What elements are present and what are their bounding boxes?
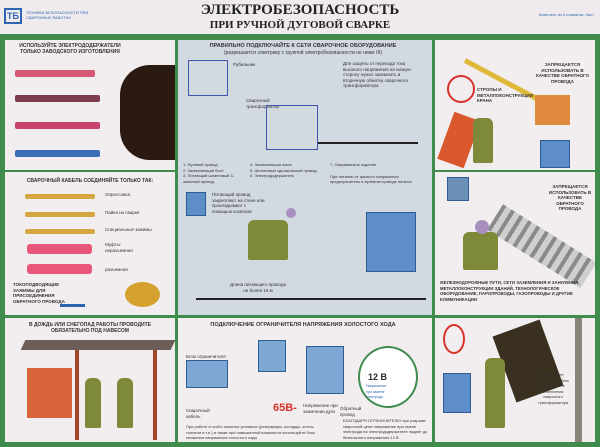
panel-caption: ИСПОЛЬЗУЙТЕ ЭЛЕКТРОДОДЕРЖАТЕЛИ ТОЛЬКО ЗА…: [19, 43, 121, 55]
supply-note: Питающий провод закрепляют на стене или …: [212, 192, 265, 214]
pole: [575, 318, 582, 442]
electrode-holder: [15, 70, 95, 77]
voltage-12-note: Напряжение при замене электрода: [366, 384, 387, 399]
worker: [117, 378, 133, 428]
cable-solder: [25, 212, 95, 217]
panel-cable-joints: СВАРОЧНЫЙ КАБЕЛЬ СОЕДИНЯЙТЕ ТОЛЬКО ТАК: …: [5, 172, 175, 315]
panel-caption2: (разрешается электрику с группой электро…: [223, 50, 383, 56]
panel-caption: ПОДКЛЮЧЕНИЕ ОГРАНИЧИТЕЛЯ НАПРЯЖЕНИЯ ХОЛО…: [210, 322, 396, 328]
forbidden-circle-icon: [447, 75, 475, 103]
welder: [485, 358, 505, 428]
joint-label: Специальные зажимы: [105, 227, 152, 232]
legend-item: 3. Питающий шланговый 3-жильный провод: [183, 173, 234, 184]
switch-box: [258, 340, 286, 372]
wire: [318, 142, 418, 144]
legend-item: 7. Свариваемое изделие: [330, 162, 377, 167]
disconnect-note: Соединяйте сварочный кабель только после…: [536, 373, 570, 405]
forbidden-circle-icon: [443, 324, 465, 354]
electrode-holder: [15, 95, 100, 102]
wall: [27, 368, 72, 418]
welder-mask: [475, 220, 489, 234]
limiter-note: При работе в особо опасных условиях (рез…: [186, 424, 315, 440]
panel-electrocution: Соединяйте сварочный кабель только после…: [435, 318, 595, 442]
canopy-roof: [20, 340, 175, 350]
legend-item: 1. Нулевой провод: [183, 162, 218, 167]
legend-col: 7. Свариваемое изделие При питании от фа…: [330, 162, 425, 185]
voltage-65: 65В-: [273, 402, 297, 414]
kit-label: Комплект из 4 плакатов. Лист: [538, 12, 594, 17]
cable-crimp: [25, 194, 95, 199]
kneeling-welder: [248, 220, 288, 260]
limiter-benefit: БЛАГОДАРЯ ОГРАНИЧИТЕЛЮ при разрыве сваро…: [343, 418, 428, 440]
voltage-65-note: Напряжение при зажигании дуги: [303, 403, 338, 414]
railway-track: [487, 204, 595, 289]
fuse-note: При питании от фазного напряжения предох…: [330, 173, 412, 185]
cable-label: Сварочный кабель: [186, 408, 210, 419]
joint-label: Муфты: неразъемная: [105, 242, 133, 253]
canopy-post: [75, 350, 79, 440]
legend-item: 6. Электрододержатель: [250, 173, 295, 178]
panel-rails: ЗАПРЕЩАЕТСЯ ИСПОЛЬЗОВАТЬ В КАЧЕСТВЕ ОБРА…: [435, 172, 595, 315]
electrode-holder: [15, 150, 100, 157]
arrow-icon: [60, 304, 85, 307]
forbidden-note: ЗАПРЕЩАЕТСЯ ИСПОЛЬЗОВАТЬ В КАЧЕСТВЕ ОБРА…: [548, 184, 592, 211]
voltage-12: 12 В: [368, 372, 388, 382]
legend-col: 4. Заземляющая жила 5. Шланговый одножил…: [250, 162, 325, 179]
welding-transformer: [447, 177, 469, 201]
electrode-holder: [15, 122, 100, 129]
logo: ТБ: [4, 8, 22, 24]
sleeve-detachable: [27, 264, 92, 274]
joint-label: разъемная: [105, 267, 128, 272]
welder: [85, 378, 101, 428]
sleeve-fixed: [27, 244, 92, 254]
panel-rain: В ДОЖДЬ ИЛИ СНЕГОПАД РАБОТЫ ПРОВОДИТЕ ОБ…: [5, 318, 175, 442]
poster-subtitle: ПРИ РУЧНОЙ ДУГОВОЙ СВАРКЕ: [209, 19, 391, 31]
joint-label: Пайка на сварке: [105, 210, 140, 215]
legend-item: 5. Шланговый одножильный провод: [250, 167, 317, 173]
legend-item: 4. Заземляющая жила: [250, 162, 292, 167]
switch-box: [188, 60, 228, 96]
panel-caption: В ДОЖДЬ ИЛИ СНЕГОПАД РАБОТЫ ПРОВОДИТЕ ОБ…: [28, 322, 152, 334]
welder: [473, 118, 493, 163]
grounding-note: Для защиты от перехода тока высокого нап…: [343, 61, 411, 88]
panel-crane: ЗАПРЕЩАЕТСЯ ИСПОЛЬЗОВАТЬ В КАЧЕСТВЕ ОБРА…: [435, 40, 595, 170]
panel-connection: ПРАВИЛЬНО ПОДКЛЮЧАЙТЕ К СЕТИ СВАРОЧНОЕ О…: [178, 40, 432, 315]
clamps-label: ТОКОПОДВОДЯЩИЕ ЗАЖИМЫ ДЛЯ ПРИСОЕДИНЕНИЯ …: [13, 282, 65, 304]
switchboard: [186, 192, 206, 216]
welder-mask: [286, 208, 296, 218]
switch-label: Рубильник: [233, 62, 256, 67]
welding-transformer: [366, 212, 416, 272]
ground-clamp: [125, 282, 160, 307]
forbidden-list: ЖЕЛЕЗНОДОРОЖНЫЕ ПУТИ, СЕТИ ЗАЗЕМЛЕНИЯ И …: [440, 280, 580, 302]
poster-header: ТБ ТЕХНИКА БЕЗОПАСНОСТИ ПРИ СВАРОЧНЫХ РА…: [0, 0, 600, 38]
spark-illustration: [120, 65, 175, 160]
poster-title: ЭЛЕКТРОБЕЗОПАСНОСТЬ: [200, 2, 400, 18]
length-note: Длина питающего провода не более 10 м: [229, 282, 287, 293]
welding-transformer: [306, 346, 344, 394]
panel-caption: СВАРОЧНЫЙ КАБЕЛЬ СОЕДИНЯЙТЕ ТОЛЬКО ТАК:: [26, 178, 154, 184]
panel-electrode-holders: ИСПОЛЬЗУЙТЕ ЭЛЕКТРОДОДЕРЖАТЕЛИ ТОЛЬКО ЗА…: [5, 40, 175, 170]
transformer-label: Сварочный трансформатор: [246, 98, 280, 109]
welding-transformer: [443, 373, 471, 413]
transformer-box: [266, 105, 318, 150]
crane-cabin: [535, 95, 570, 125]
block-label: Блок ограничителя: [186, 354, 226, 359]
cable-clamp: [25, 229, 95, 234]
welder: [463, 232, 498, 270]
panel-caption: ПРАВИЛЬНО ПОДКЛЮЧАЙТЕ К СЕТИ СВАРОЧНОЕ О…: [209, 43, 397, 49]
slings-label: СТРОПЫ И МЕТАЛЛОКОНСТРУКЦИИ КРАНА: [477, 87, 533, 103]
return-label: Обратный провод: [340, 406, 362, 417]
legend-col: 1. Нулевой провод 2. Заземляющий болт 3.…: [183, 162, 243, 184]
joint-label: Опрессовка: [105, 192, 130, 197]
limiter-block: [186, 360, 228, 388]
supply-wire: [196, 298, 426, 300]
canopy-post: [153, 350, 157, 440]
forbidden-note: ЗАПРЕЩАЕТСЯ ИСПОЛЬЗОВАТЬ В КАЧЕСТВЕ ОБРА…: [535, 62, 590, 84]
legend-item: 2. Заземляющий болт: [183, 167, 224, 173]
panel-limiter: ПОДКЛЮЧЕНИЕ ОГРАНИЧИТЕЛЯ НАПРЯЖЕНИЯ ХОЛО…: [178, 318, 432, 442]
welding-transformer: [540, 140, 570, 168]
limiter-inset: 12 В Напряжение при замене электрода: [358, 346, 418, 408]
series-label: ТЕХНИКА БЕЗОПАСНОСТИ ПРИ СВАРОЧНЫХ РАБОТ…: [26, 10, 89, 20]
